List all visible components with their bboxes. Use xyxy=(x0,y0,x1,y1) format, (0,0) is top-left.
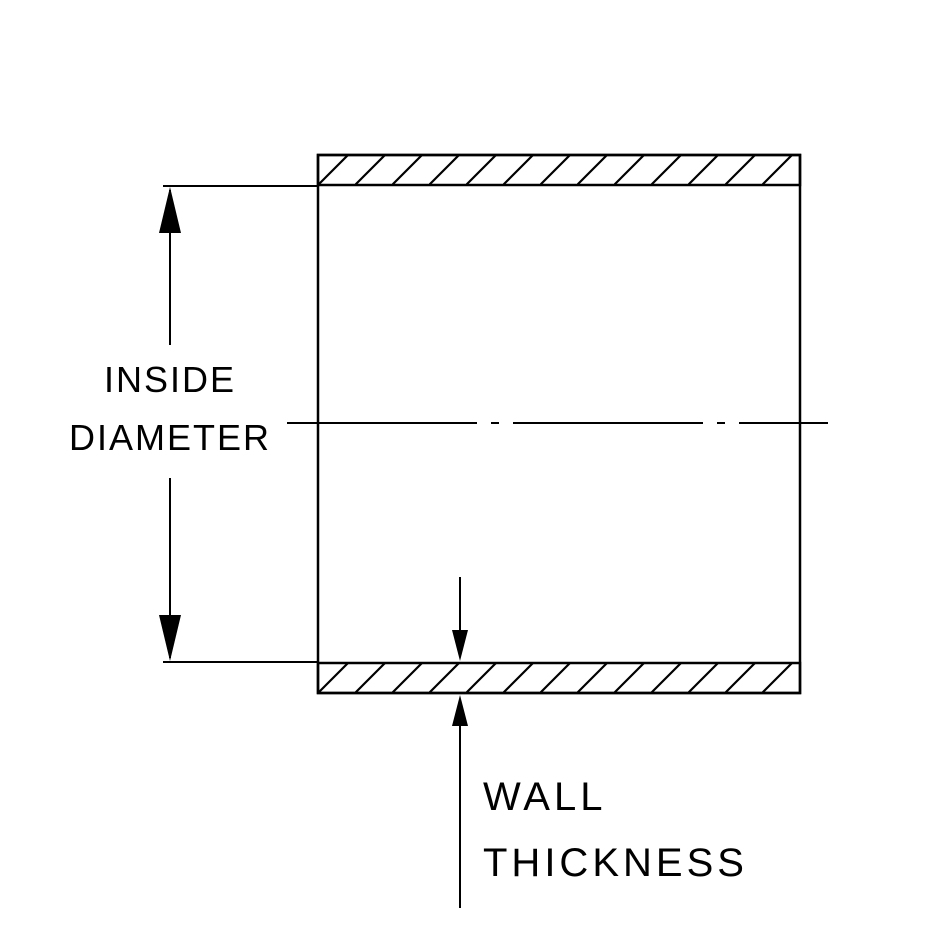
top-wall-hatched-band xyxy=(316,153,802,187)
wall-thickness-label-line2: THICKNESS xyxy=(483,841,748,885)
wall-thickness-down-arrowhead-icon xyxy=(452,630,468,661)
wall-thickness-up-arrowhead-icon xyxy=(452,695,468,726)
bottom-wall-hatched-band xyxy=(316,661,802,695)
inside-diameter-down-arrowhead-icon xyxy=(159,615,181,661)
inside-diameter-up-arrowhead-icon xyxy=(159,187,181,233)
inside-diameter-label-line2: DIAMETER xyxy=(69,417,271,458)
inside-diameter-label-line1: INSIDE xyxy=(104,359,236,400)
wall-thickness-label-line1: WALL xyxy=(483,775,606,819)
